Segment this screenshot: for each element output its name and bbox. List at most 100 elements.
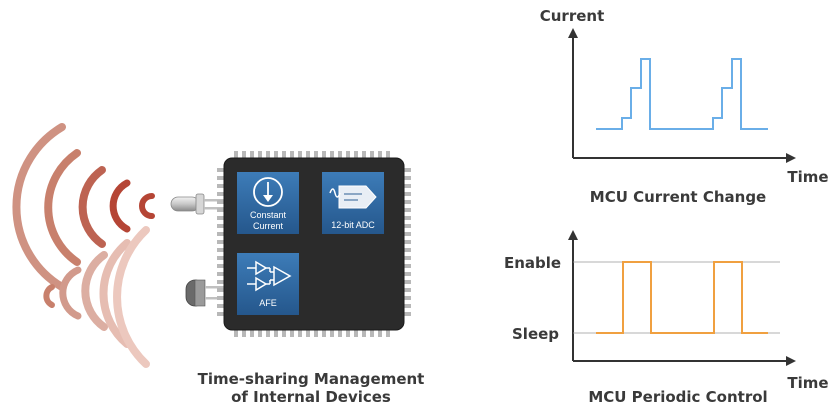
chip-pin [217,176,224,180]
receive-waves [43,226,150,368]
chip-pin [282,330,286,337]
constant-current-label-2: Current [253,221,284,231]
chip-pin [404,296,411,300]
chip-pin [370,330,374,337]
chip-pin [404,192,411,196]
chip-pin [404,240,411,244]
chip-pin [362,330,366,337]
wave-arc-2 [109,179,131,233]
chip-pin [346,151,350,158]
chip-pin [354,330,358,337]
chip-pin [217,312,224,316]
chip-pin [217,280,224,284]
wave-arc-4 [44,149,81,266]
chip-pin [404,312,411,316]
chip-pin [217,208,224,212]
chip-pin [242,330,246,337]
chip-pin [250,330,254,337]
chip-pin [404,248,411,252]
amplifier-icon [247,260,292,292]
chip-pin [404,232,411,236]
control-waveform [596,261,768,334]
chip-pin [370,151,374,158]
chip-pin [404,168,411,172]
adc-block: 12-bit ADC [322,172,384,234]
current-chart: Current Time MCU Current Change [540,7,829,206]
chip-pin [274,151,278,158]
chip-pin [217,224,224,228]
current-chart-title: MCU Current Change [590,188,766,206]
chip-pin [378,330,382,337]
chip-pin [217,216,224,220]
wave-arc-1 [139,193,155,219]
chip-pin [258,330,262,337]
chip-pin [322,330,326,337]
photodiode-icon [185,279,227,307]
control-time-label: Time [787,374,828,392]
chip-pin [242,151,246,158]
rx-wave-arc-1 [43,284,55,308]
chip-caption-line-2: of Internal Devices [231,388,391,406]
chip-pin [404,304,411,308]
chip-pin [386,330,390,337]
chip-pin [306,330,310,337]
chip-pin [217,264,224,268]
chip-pin [354,151,358,158]
enable-level-label: Enable [504,254,561,272]
chip-pin [290,151,294,158]
chip-pin [217,240,224,244]
chip-pin [314,151,318,158]
chip-pin [314,330,318,337]
afe-block: AFE [237,253,299,315]
rx-wave-arc-4 [99,239,131,348]
current-waveform [596,58,768,130]
chip-pin [266,151,270,158]
chip-pin [217,272,224,276]
rx-wave-arc-3 [81,251,108,331]
chip-caption-line-1: Time-sharing Management [198,370,425,388]
current-axis-label: Current [540,7,605,25]
chip-pin [404,256,411,260]
rx-wave-arc-2 [59,266,82,320]
transmit-waves [12,123,155,291]
chip-pin [298,330,302,337]
chip-pin [404,184,411,188]
control-chart-title: MCU Periodic Control [588,388,767,406]
chip-pin [404,216,411,220]
chip-pin [386,151,390,158]
chip-pin [338,151,342,158]
chip-pin [404,200,411,204]
current-source-icon [253,177,283,207]
chip-pin [217,256,224,260]
chip-pin [234,151,238,158]
chip-pin [330,330,334,337]
chip-pin [404,272,411,276]
led-icon [170,193,226,215]
chip-pin [298,151,302,158]
chip-pin [330,151,334,158]
rx-wave-arc-5 [113,226,150,368]
mcu-chip: Constant Current 12-bit ADC [217,151,411,337]
chip-pin [217,232,224,236]
chip-pin [338,330,342,337]
constant-current-block: Constant Current [237,172,299,234]
chip-pin [362,151,366,158]
chip-pin [290,330,294,337]
chip-pin [217,192,224,196]
chip-pin [217,184,224,188]
chip-pin [404,264,411,268]
chip-pin [346,330,350,337]
chip-pin [306,151,310,158]
chip-pins [217,151,411,337]
chip-pin [250,151,254,158]
chip-pin [404,176,411,180]
adc-icon [329,185,377,209]
chip-pin [217,168,224,172]
afe-label: AFE [259,298,277,308]
chip-pin [217,200,224,204]
chip-pin [217,288,224,292]
chip-pin [322,151,326,158]
chip-pin [282,151,286,158]
wave-arc-5 [12,123,66,291]
